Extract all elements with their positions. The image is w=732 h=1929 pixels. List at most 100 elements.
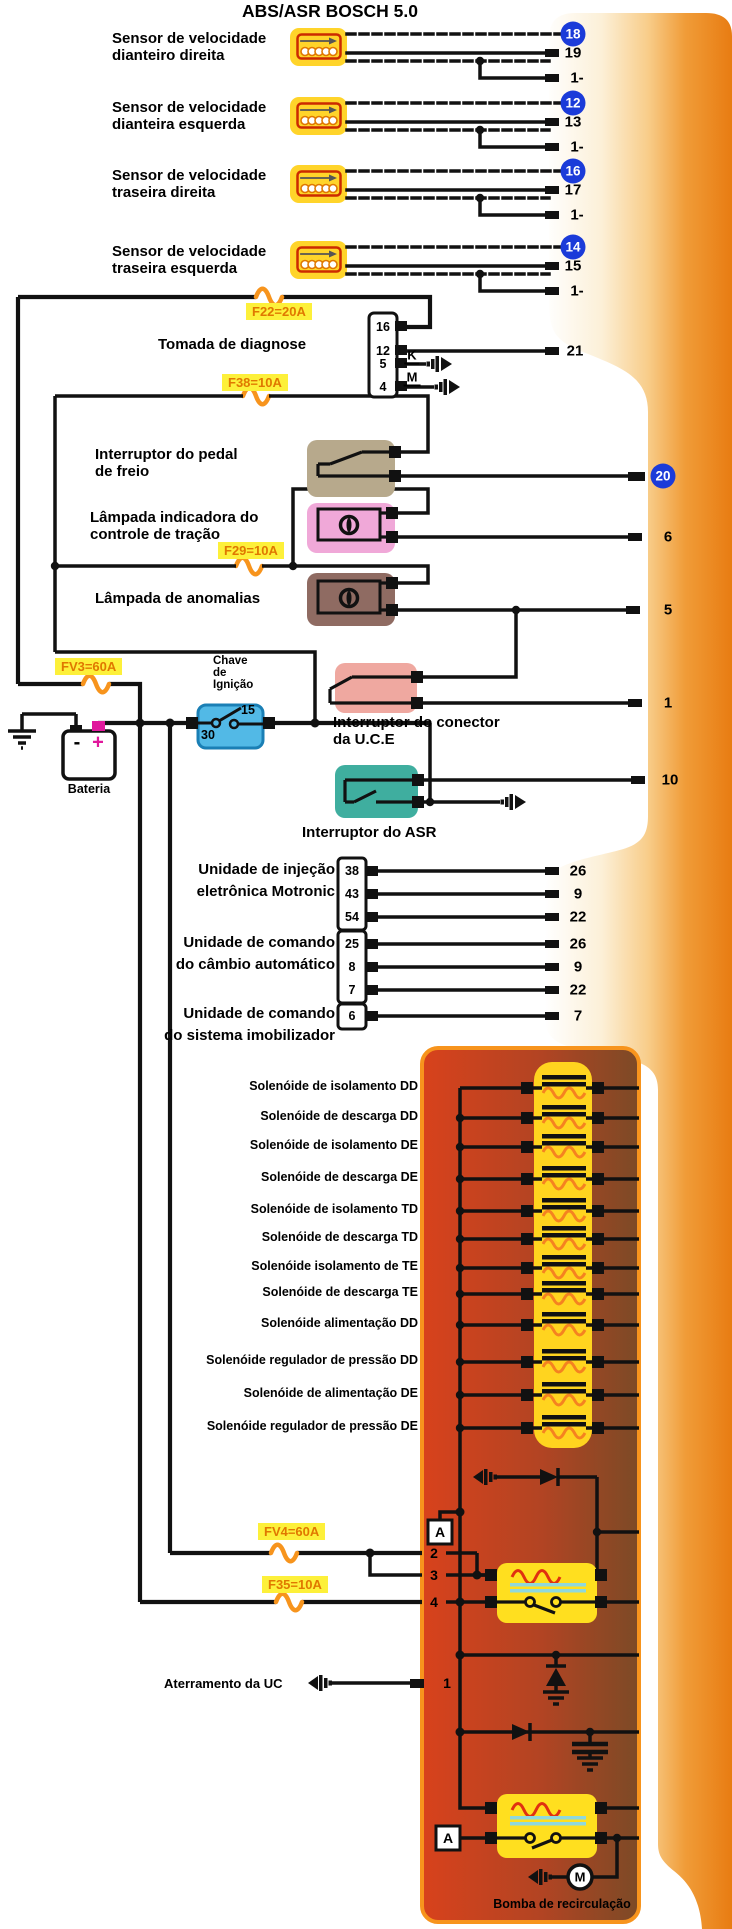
traction-lamp-label-2: controle de tração: [90, 526, 221, 543]
ecu-pin-1minus: 1-: [570, 69, 584, 87]
fuse-fv4-label: FV4=60A: [258, 1523, 326, 1540]
module-connectors: [336, 856, 378, 1031]
pump-pin-1: 1: [443, 1675, 451, 1691]
asr-switch: [335, 765, 526, 818]
solenoid-label: Solenóide de descarga TE: [262, 1285, 418, 1299]
solenoid-coils: [521, 1075, 604, 1438]
ignition-label-2: de: [213, 667, 227, 679]
ignition-label-3: Ignição: [213, 679, 254, 691]
battery-plus-sign: +: [92, 731, 104, 754]
asr-switch-label: Interruptor do ASR: [302, 824, 437, 841]
ecu-pin-7: 7: [573, 1007, 583, 1025]
ecu-pin-22: 22: [569, 908, 587, 926]
relay-marker-a-bottom: A: [442, 1830, 454, 1846]
solenoid-label: Solenóide regulador de pressão DE: [206, 1419, 418, 1433]
ecu-pin-18: 18: [560, 21, 586, 47]
ecu-pin-9: 9: [573, 885, 583, 903]
ecu-pin-1minus: 1-: [570, 206, 584, 224]
ecu-pin-26: 26: [569, 935, 587, 953]
fuse-fv3-label: FV3=60A: [55, 658, 123, 675]
uce-switch-label-1: Interruptor do conector: [333, 714, 500, 731]
solenoid-label: Solenóide regulador de pressão DD: [206, 1353, 418, 1367]
fuse-f29-label: F29=10A: [218, 542, 284, 559]
ecu-pin-9: 9: [573, 958, 583, 976]
diagnostic-socket-label: Tomada de diagnose: [158, 336, 307, 353]
ecu-pin-20: 20: [650, 463, 676, 489]
diag-pin-4: 4: [379, 380, 387, 394]
ecu-pin-19: 19: [564, 44, 582, 62]
sensor-4-label-2: traseira esquerda: [112, 260, 238, 277]
traction-lamp-label-1: Lâmpada indicadora do: [90, 509, 259, 526]
sensor-4-label-1: Sensor de velocidade: [112, 243, 267, 260]
ecu-body: [545, 13, 732, 1929]
sensor-1-label-1: Sensor de velocidade: [112, 30, 267, 47]
ecu-pin-10: 10: [661, 771, 679, 789]
solenoid-label: Solenóide isolamento de TE: [251, 1259, 418, 1273]
ecu-pin-26: 26: [569, 862, 587, 880]
solenoid-label: Solenóide alimentação DD: [261, 1316, 418, 1330]
ecu-pin-1: 1: [663, 694, 673, 712]
gearbox-pin-7: 7: [348, 983, 356, 997]
gearbox-pin-8: 8: [348, 960, 356, 974]
ecu-pin-13: 13: [564, 113, 582, 131]
motronic-pin-43: 43: [345, 887, 359, 901]
signal-wires: [8, 349, 645, 1018]
pump-block-parts: [308, 1469, 607, 1891]
pump-pin-2: 2: [430, 1545, 438, 1561]
sensor-2-label-2: dianteira esquerda: [112, 116, 246, 133]
pedal-switch-label-2: de freio: [95, 463, 150, 480]
diagnostic-connector: [367, 311, 460, 399]
fault-lamp: [307, 573, 398, 626]
sensor-1-label-2: dianteiro direita: [112, 47, 225, 64]
uce-switch-label-2: da U.C.E: [333, 731, 395, 748]
sensor-2-label-1: Sensor de velocidade: [112, 99, 267, 116]
page-title: ABS/ASR BOSCH 5.0: [241, 1, 418, 21]
solenoid-label: Solenóide de descarga DE: [261, 1170, 418, 1184]
immobilizer-label-1: Unidade de comando: [183, 1005, 335, 1022]
motronic-label-2: eletrônica Motronic: [196, 883, 335, 900]
solenoid-label: Solenóide de isolamento TD: [250, 1202, 418, 1216]
k-line-label: K: [404, 348, 420, 365]
recirculation-pump-label: Bomba de recirculação: [493, 1897, 631, 1911]
solenoid-wiring: [458, 1086, 639, 1810]
immobilizer-pin-6: 6: [348, 1009, 356, 1023]
ignition-label-1: Chave: [213, 655, 248, 667]
solenoid-label: Solenóide de descarga TD: [261, 1230, 418, 1244]
pump-motor-label: M: [574, 1869, 586, 1885]
gearbox-label-2: do câmbio automático: [175, 956, 335, 973]
ecu-pin-1minus: 1-: [570, 282, 584, 300]
ignition-terminal-30: 30: [201, 728, 215, 742]
fault-lamp-label: Lâmpada de anomalias: [95, 590, 261, 607]
solenoid-label: Solenóide de isolamento DD: [249, 1079, 418, 1093]
ecu-pin-14: 14: [560, 234, 586, 260]
power-distribution-wires: [15, 294, 433, 1605]
brake-pedal-switch: [307, 440, 401, 497]
fuse-f38-label: F38=10A: [222, 374, 288, 391]
battery-minus-sign: -: [73, 731, 81, 754]
ecu-pin-22: 22: [569, 981, 587, 999]
traction-control-lamp: [307, 503, 398, 553]
diag-pin-5: 5: [379, 357, 387, 371]
ecu-pin-16: 16: [560, 158, 586, 184]
uce-connector-switch: [328, 663, 423, 713]
solenoid-label: Solenóide de descarga DD: [260, 1109, 418, 1123]
pump-pin-3: 3: [430, 1567, 438, 1583]
junction-dots: [50, 561, 622, 1843]
solenoid-label: Solenóide de isolamento DE: [249, 1138, 418, 1152]
uc-ground-label: Aterramento da UC: [164, 1676, 283, 1691]
gearbox-label-1: Unidade de comando: [183, 934, 335, 951]
ecu-pin-15: 15: [564, 257, 582, 275]
ignition-switch: [186, 703, 275, 750]
ecu-pin-12: 12: [560, 90, 586, 116]
gearbox-pin-25: 25: [345, 937, 359, 951]
ecu-pin-21: 21: [566, 342, 584, 360]
pump-block-circuit: [332, 1468, 639, 1879]
ecu-terminals: [545, 347, 645, 1020]
ecu-pin-17: 17: [564, 181, 582, 199]
ecu-pin-6: 6: [663, 528, 673, 546]
wheel-speed-sensors: [290, 28, 562, 295]
diag-pin-16: 16: [376, 320, 390, 334]
pump-pin-4: 4: [430, 1594, 438, 1610]
